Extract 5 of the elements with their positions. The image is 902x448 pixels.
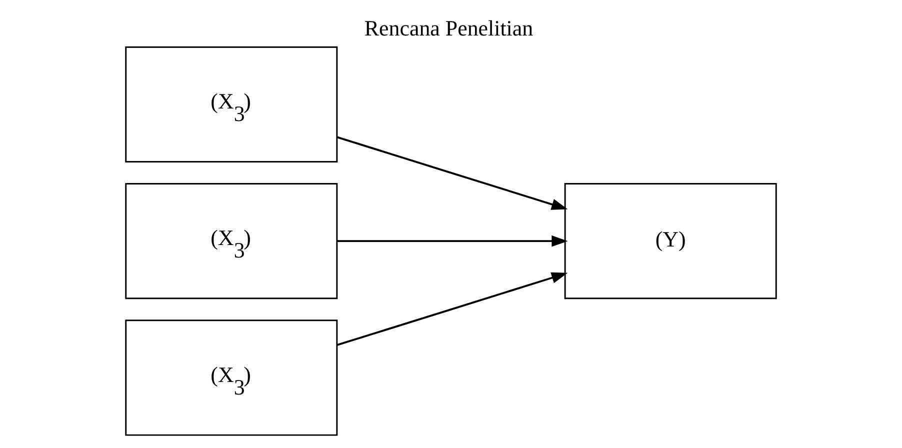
arrow [337, 235, 568, 247]
arrow [336, 272, 568, 346]
arrow [336, 136, 568, 210]
node-box: (Y) [564, 183, 777, 300]
diagram-title: Rencana Penelitian [364, 15, 534, 40]
